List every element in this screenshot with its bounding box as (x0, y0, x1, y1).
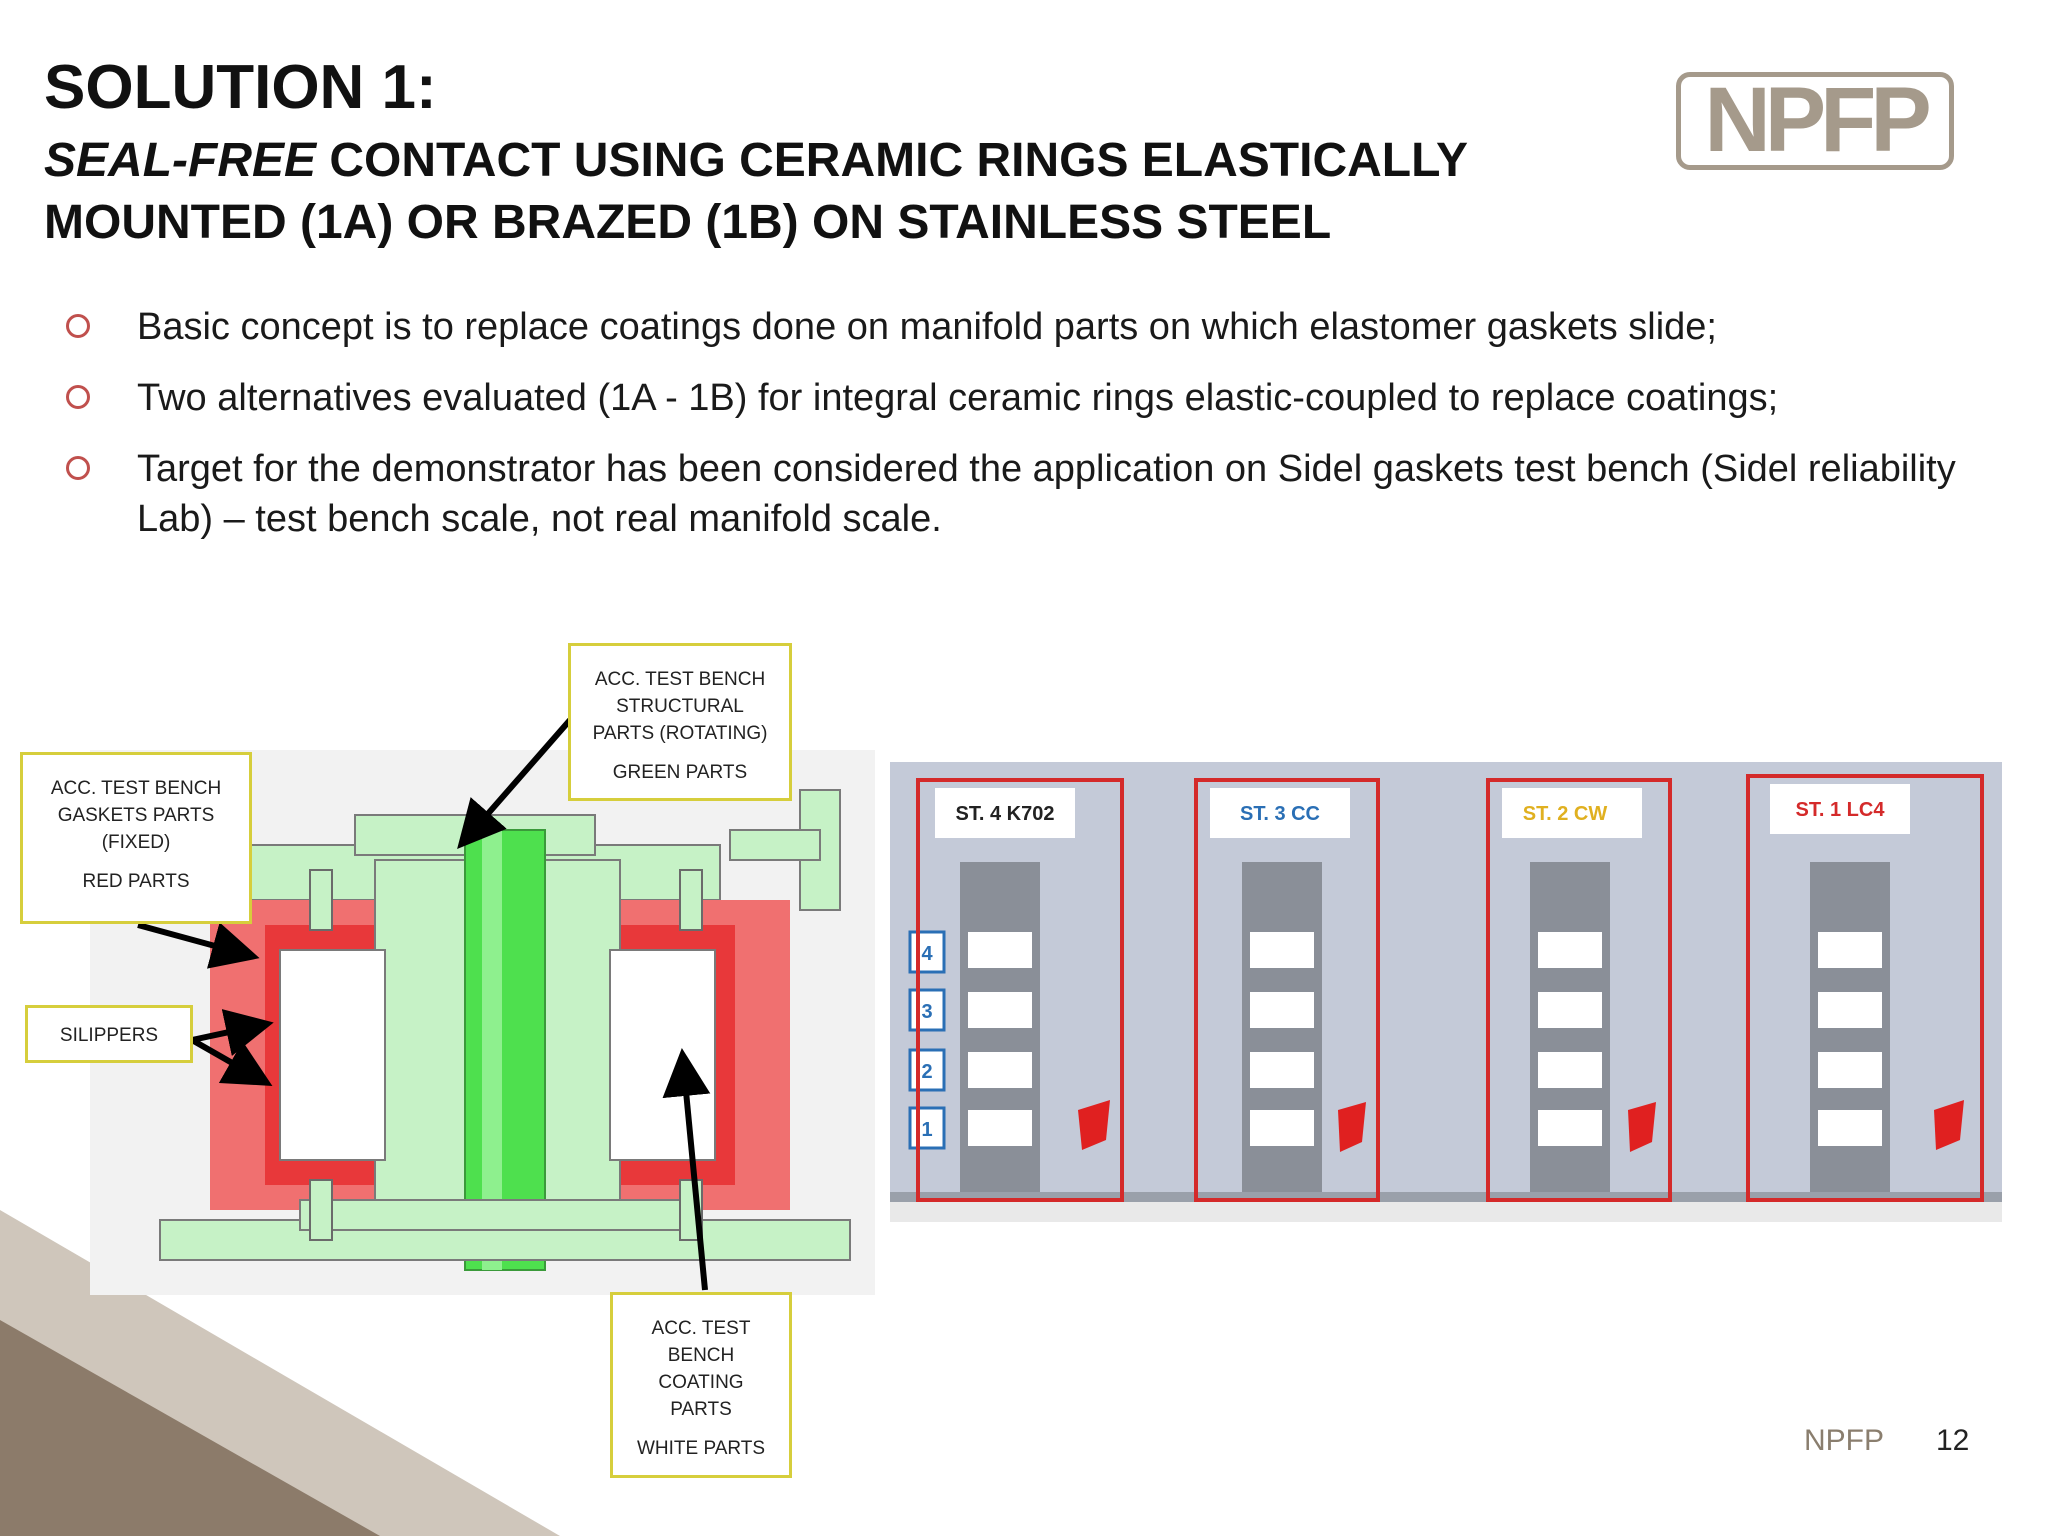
footer-org: NPFP (1804, 1424, 1885, 1457)
callout-line: SILIPPERS (59, 1025, 159, 1046)
slide-subtitle: SEAL-FREE CONTACT USING CERAMIC RINGS EL… (44, 130, 1494, 254)
page-number: 12 (1936, 1424, 1970, 1457)
callout-line: (FIXED) (101, 832, 171, 853)
callout-line: COATING (658, 1372, 744, 1393)
callout-line: ACC. TEST BENCH (594, 669, 766, 690)
subtitle-rest: CONTACT USING CERAMIC RINGS ELASTICALLY … (44, 134, 1468, 249)
level-number-boxes: 4 3 2 1 (908, 930, 946, 1150)
bullet-ring-icon (66, 385, 90, 409)
callout-line: RED PARTS (82, 871, 190, 892)
bullet-text: Two alternatives evaluated (1A - 1B) for… (137, 377, 1779, 419)
station-label: ST. 2 CW (1523, 803, 1608, 825)
bullet-text: Basic concept is to replace coatings don… (137, 306, 1717, 348)
callout-gasket-parts: ACC. TEST BENCH GASKETS PARTS (FIXED) RE… (20, 752, 252, 924)
cross-section-drawing (90, 750, 875, 1295)
callout-line: ACC. TEST BENCH (50, 778, 222, 799)
station-4: ST. 4 K702 (916, 778, 1124, 1202)
station-label: ST. 1 LC4 (1796, 799, 1886, 821)
level-number: 1 (921, 1119, 932, 1141)
npfp-logo: NPFP (1676, 72, 1954, 170)
station-label: ST. 3 CC (1240, 803, 1320, 825)
level-number: 4 (921, 943, 933, 965)
bullet-ring-icon (66, 456, 90, 480)
slide-title: SOLUTION 1: (44, 53, 437, 122)
bullet-ring-icon (66, 314, 90, 338)
bullet-text: Target for the demonstrator has been con… (137, 448, 1956, 540)
level-number: 2 (921, 1061, 932, 1083)
callout-coating-parts: ACC. TEST BENCH COATING PARTS WHITE PART… (610, 1292, 792, 1478)
callout-silippers: SILIPPERS (25, 1005, 193, 1063)
callout-line: ACC. TEST (651, 1318, 751, 1339)
level-number: 3 (921, 1001, 932, 1023)
callout-line: BENCH (667, 1345, 735, 1366)
test-bench-illustration: 4 3 2 1 ST. 4 K702 ST. 3 CC ST. 2 CW (890, 762, 2002, 1222)
callout-line: GREEN PARTS (612, 762, 748, 783)
callout-line: PARTS (ROTATING) (592, 723, 768, 744)
station-1: ST. 1 LC4 (1746, 774, 1984, 1202)
callout-line: STRUCTURAL (616, 696, 744, 717)
callout-line: PARTS (670, 1399, 732, 1420)
callout-line: WHITE PARTS (636, 1438, 766, 1459)
subtitle-italic: SEAL-FREE (44, 134, 317, 187)
callout-structural-parts: ACC. TEST BENCH STRUCTURAL PARTS (ROTATI… (568, 643, 792, 801)
station-3: ST. 3 CC (1194, 778, 1380, 1202)
station-label: ST. 4 K702 (956, 803, 1055, 825)
station-2: ST. 2 CW (1486, 778, 1672, 1202)
callout-line: GASKETS PARTS (57, 805, 215, 826)
